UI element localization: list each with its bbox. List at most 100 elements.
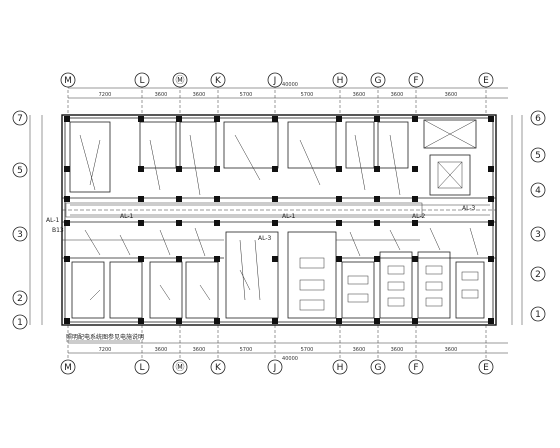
bottom-total-dimension: 40000	[282, 356, 298, 362]
column	[214, 196, 220, 202]
svg-text:5: 5	[17, 166, 23, 176]
column	[214, 220, 220, 226]
svg-text:Ⓜ: Ⓜ	[175, 75, 184, 86]
column	[138, 166, 144, 172]
column	[214, 256, 220, 262]
svg-text:7: 7	[17, 114, 23, 124]
svg-text:3: 3	[535, 230, 541, 240]
svg-text:6: 6	[535, 114, 541, 124]
column	[488, 318, 494, 324]
svg-text:F: F	[413, 363, 418, 373]
column	[272, 166, 278, 172]
axis-bubble-right: 6	[530, 110, 546, 126]
column	[374, 220, 380, 226]
axis-bubble-bottom: F	[408, 359, 424, 375]
column	[64, 220, 70, 226]
axis-bubble-right: 4	[530, 182, 546, 198]
left-dimension-lines	[29, 115, 43, 325]
column	[412, 256, 418, 262]
svg-text:5: 5	[535, 151, 541, 161]
dimension-text: 5700	[240, 92, 253, 98]
structural-columns	[64, 116, 494, 324]
column	[176, 116, 182, 122]
axis-bubble-left: 1	[12, 314, 28, 330]
dimension-text: 3600	[391, 347, 404, 353]
drawing-note: 照明配电系统图参见电施说明	[66, 333, 144, 341]
mid-partitions	[62, 239, 496, 259]
column	[138, 318, 144, 324]
axis-bubble-top: F	[408, 72, 424, 88]
column	[272, 256, 278, 262]
axis-bubble-left: 3	[12, 226, 28, 242]
dimension-text: 3600	[353, 347, 366, 353]
column	[138, 256, 144, 262]
column	[336, 318, 342, 324]
column	[176, 318, 182, 324]
column	[214, 166, 220, 172]
panel-label: AL-1	[282, 213, 296, 220]
axis-bubble-bottom: Ⓜ	[172, 359, 188, 375]
axis-bubble-top: K	[210, 72, 226, 88]
column	[176, 256, 182, 262]
column	[272, 318, 278, 324]
panel-labels: AL-1 B13 AL-1 AL-3 AL-1 AL-2 AL-3	[46, 205, 476, 242]
column	[272, 220, 278, 226]
svg-text:3: 3	[17, 230, 23, 240]
column	[374, 256, 380, 262]
dimension-text: 5700	[301, 347, 314, 353]
axis-bubble-bottom: J	[267, 359, 283, 375]
column	[488, 196, 494, 202]
top-rooms	[69, 119, 477, 196]
wiring	[70, 134, 490, 301]
outer-walls	[61, 114, 497, 326]
column	[64, 116, 70, 122]
column	[488, 256, 494, 262]
svg-text:L: L	[139, 76, 144, 86]
column	[412, 166, 418, 172]
dimension-text: 3600	[353, 92, 366, 98]
dimension-text: 7200	[99, 92, 112, 98]
dimension-text: 3600	[155, 347, 168, 353]
panel-label: AL-1	[120, 213, 134, 220]
svg-text:F: F	[413, 76, 418, 86]
column	[214, 318, 220, 324]
svg-text:Ⓜ: Ⓜ	[175, 362, 184, 373]
column	[272, 196, 278, 202]
dimension-text: 7200	[99, 347, 112, 353]
dimension-text: 3600	[193, 347, 206, 353]
column	[488, 116, 494, 122]
column	[336, 196, 342, 202]
dimension-text: 5700	[240, 347, 253, 353]
column	[374, 116, 380, 122]
axis-bubble-bottom: H	[332, 359, 348, 375]
svg-text:G: G	[375, 76, 382, 86]
column	[176, 220, 182, 226]
column	[412, 116, 418, 122]
svg-text:E: E	[483, 76, 489, 86]
svg-text:4: 4	[535, 186, 541, 196]
axis-bubble-left: 5	[12, 162, 28, 178]
svg-text:1: 1	[17, 318, 23, 328]
column	[138, 220, 144, 226]
panel-label: AL-3	[462, 205, 476, 212]
panel-label: AL-2	[412, 213, 426, 220]
panel-label: B13	[52, 227, 64, 234]
panel-label: AL-3	[258, 235, 272, 242]
svg-text:L: L	[139, 363, 144, 373]
corridor	[62, 197, 496, 223]
axis-bubble-right: 1	[530, 306, 546, 322]
bottom-dimension-lines	[68, 342, 508, 354]
column	[64, 318, 70, 324]
column	[336, 256, 342, 262]
dimension-text: 3600	[193, 92, 206, 98]
svg-text:E: E	[483, 363, 489, 373]
column	[176, 166, 182, 172]
column	[374, 196, 380, 202]
dimension-text: 3600	[155, 92, 168, 98]
column	[336, 116, 342, 122]
axis-bubble-right: 3	[530, 226, 546, 242]
